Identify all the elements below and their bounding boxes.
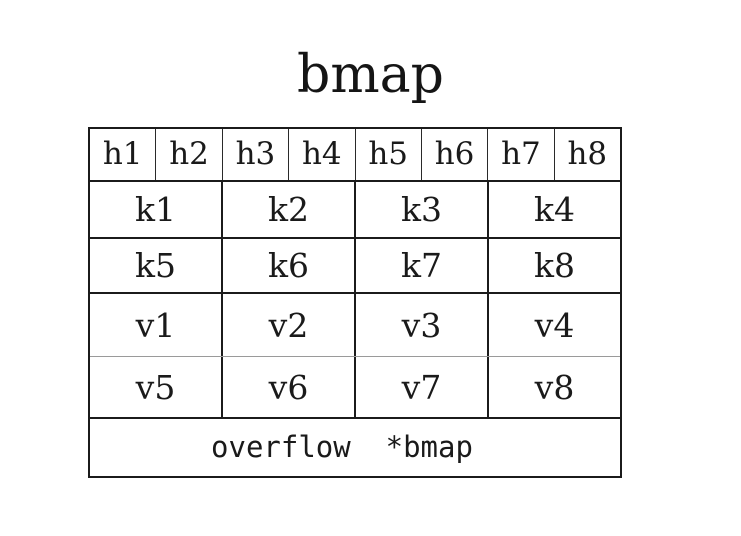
key-cell-k3: k3 [356,182,489,237]
value-cell-v7: v7 [356,357,489,417]
key-cell-k4: k4 [534,190,575,229]
table-row-values-2: v5 v6 v7 v8 [90,357,620,419]
value-cell-v5: v5 [90,357,223,417]
overflow-pointer-label: overflow *bmap [211,430,473,464]
key-cell-k6: k6 [223,239,356,292]
hash-cell-h6: h6 [422,129,489,180]
page-title: bmap [297,45,444,105]
key-cell-k7: k7 [356,239,489,292]
table-row-keys-2: k5 k6 k7 k8 [90,239,620,294]
hash-cell-h8: h8 [567,136,608,172]
key-cell-k8: k8 [534,246,575,285]
key-cell-k5: k5 [90,239,223,292]
hash-cell-h7: h7 [488,129,555,180]
table-row-overflow: overflow *bmap [90,419,620,476]
key-cell-k2: k2 [223,182,356,237]
value-cell-v3: v3 [356,294,489,356]
value-cell-v1: v1 [90,294,223,356]
hash-cell-h5: h5 [356,129,422,180]
value-cell-v6: v6 [223,357,356,417]
bmap-struct-table: h1 h2 h3 h4 h5 h6 h7 h8 k1 k2 k3 k4 k5 k… [88,127,622,478]
hash-cell-h1: h1 [90,129,157,180]
value-cell-v8: v8 [534,367,575,407]
table-row-keys-1: k1 k2 k3 k4 [90,182,620,239]
table-row-hash-bytes: h1 h2 h3 h4 h5 h6 h7 h8 [90,129,620,182]
hash-cell-h3: h3 [223,129,290,180]
table-row-values-1: v1 v2 v3 v4 [90,294,620,357]
hash-cell-h4: h4 [289,129,356,180]
value-cell-v2: v2 [223,294,356,356]
hash-cell-h2: h2 [156,129,223,180]
value-cell-v4: v4 [534,305,575,345]
key-cell-k1: k1 [90,182,223,237]
